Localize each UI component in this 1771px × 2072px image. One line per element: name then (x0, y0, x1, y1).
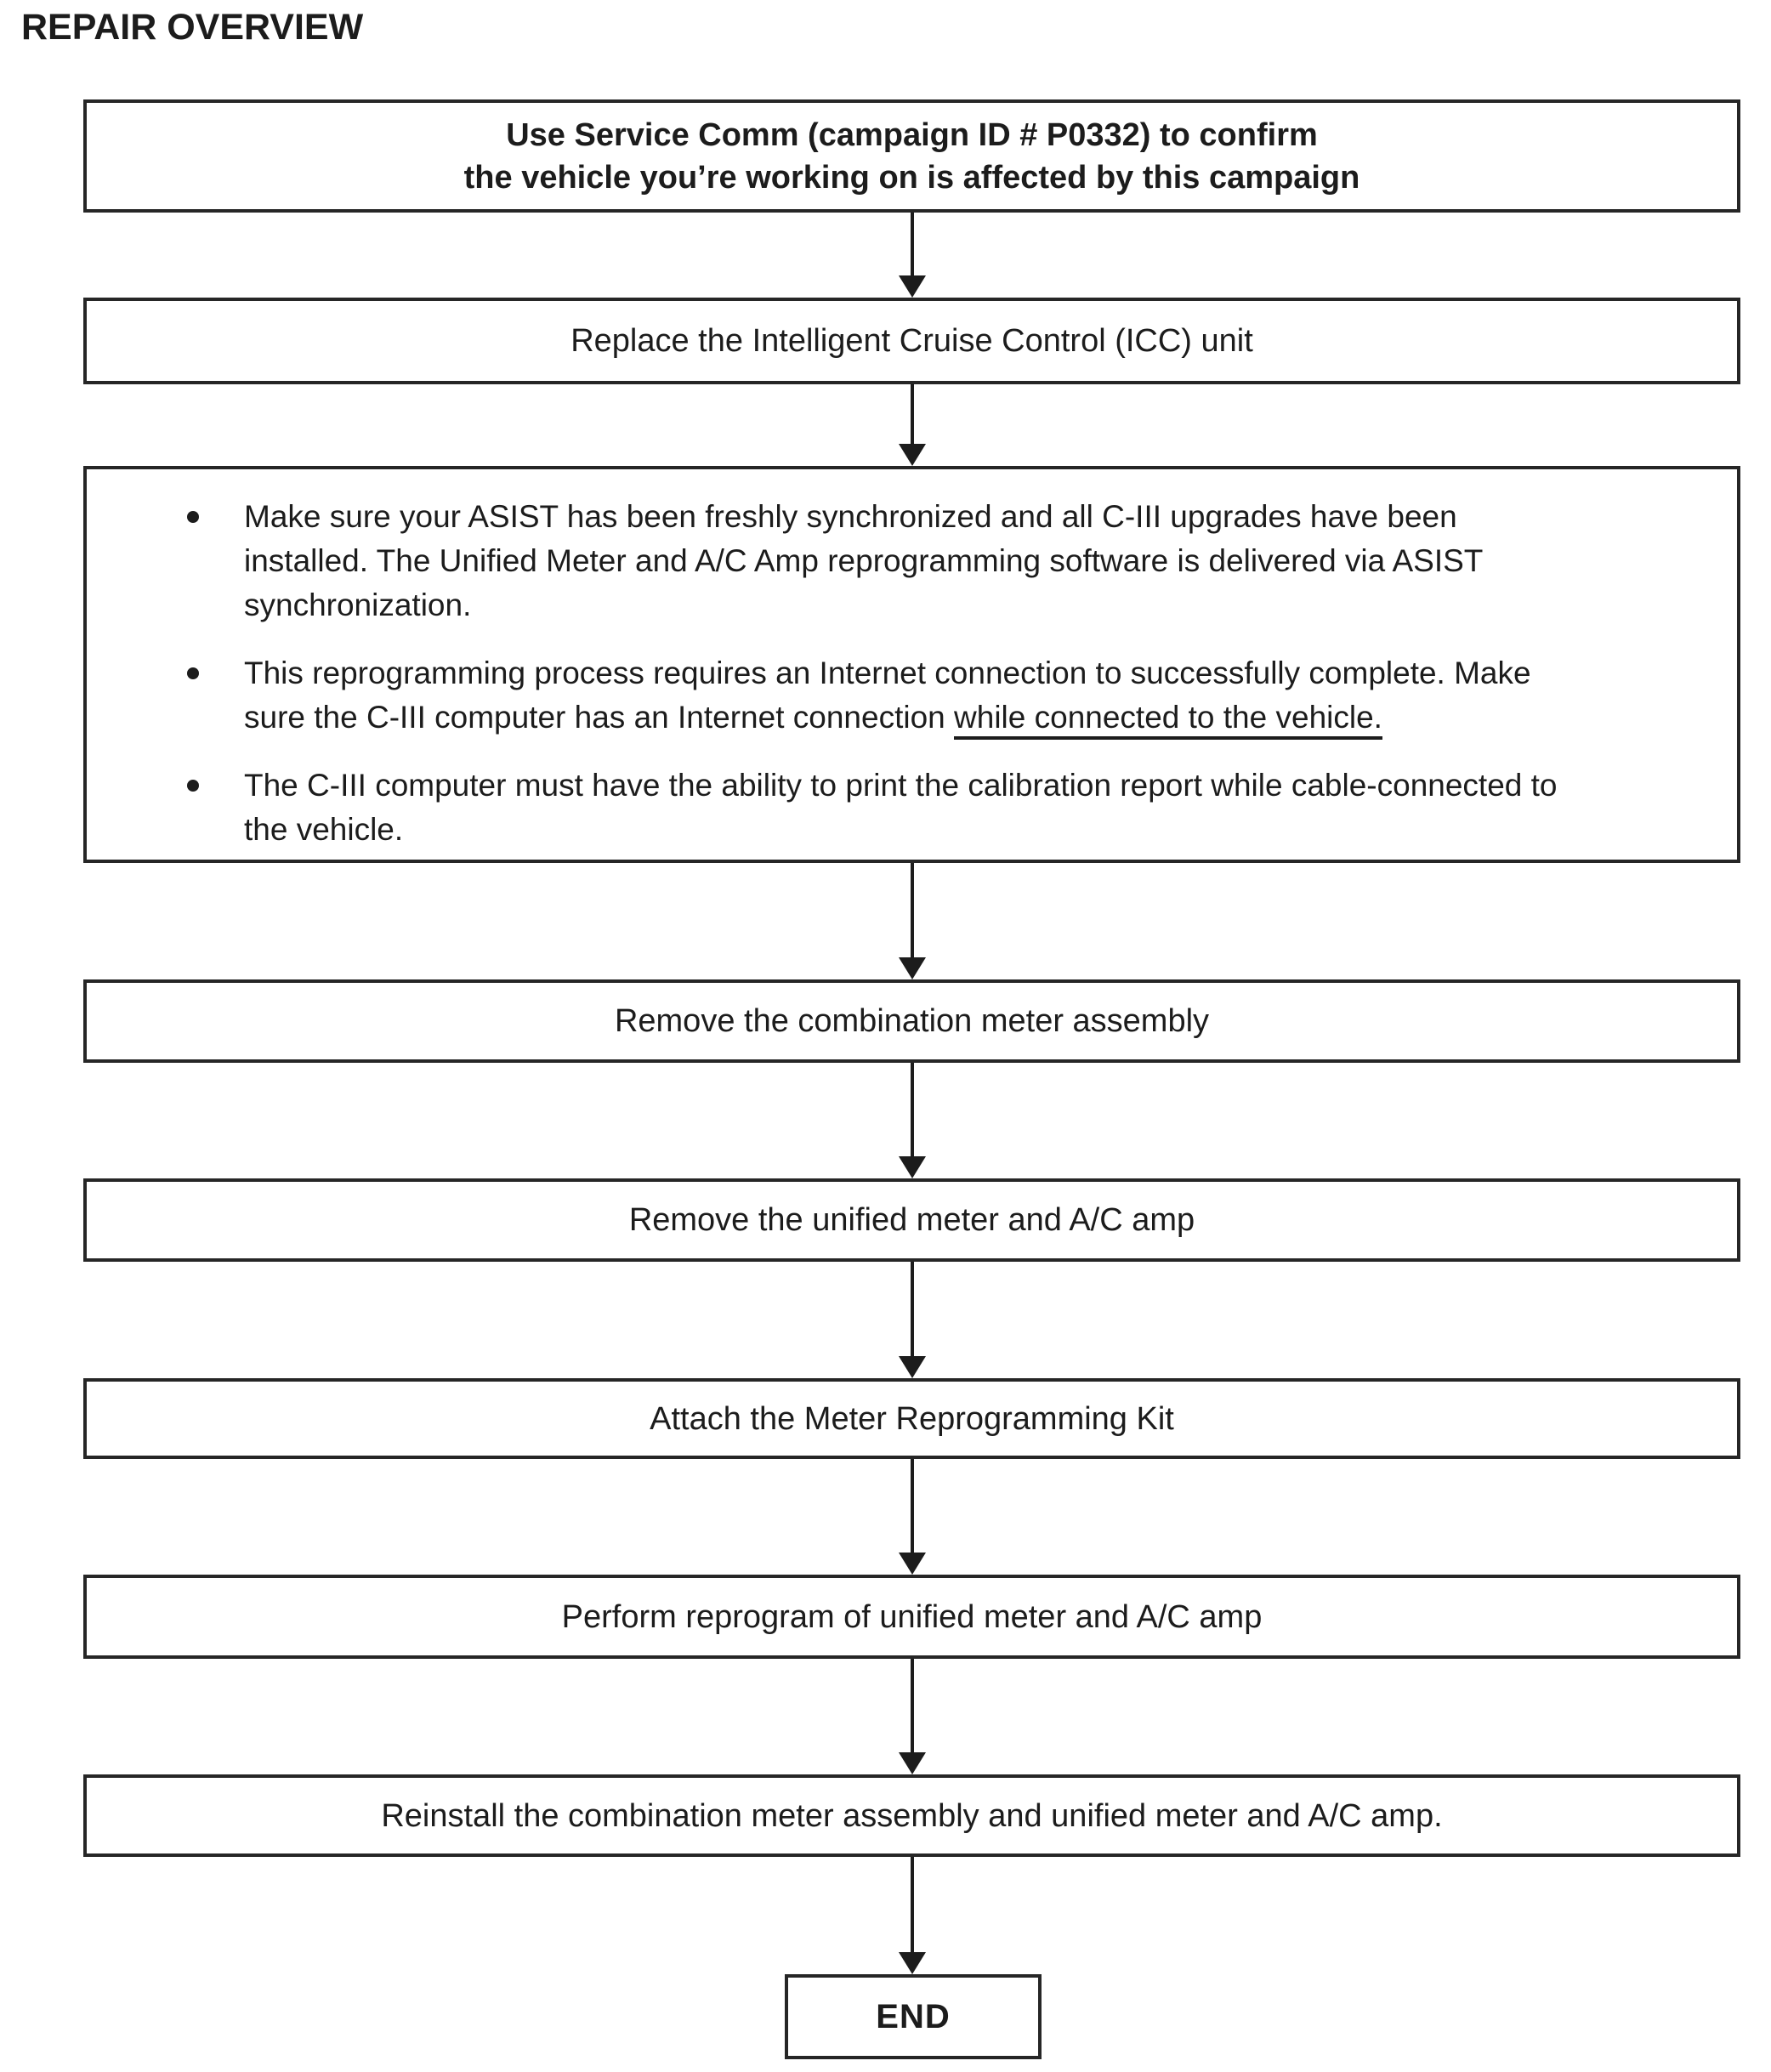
prerequisites-list: Make sure your ASIST has been freshly sy… (180, 495, 1626, 852)
arrow-shaft (911, 1857, 914, 1956)
arrow-head-icon (899, 1156, 926, 1178)
flow-arrow-down (899, 1659, 926, 1774)
bullet-dot-icon (187, 667, 199, 679)
flow-arrow-down (899, 1262, 926, 1378)
note-line: installed. The Unified Meter and A/C Amp… (244, 543, 1484, 578)
note-bullet-print-ability: The C-III computer must have the ability… (180, 764, 1626, 852)
flow-step-perform-reprogram: Perform reprogram of unified meter and A… (83, 1575, 1740, 1659)
flow-arrow-down (899, 213, 926, 298)
arrow-head-icon (899, 957, 926, 979)
arrow-shaft (911, 1459, 914, 1556)
arrow-head-icon (899, 1553, 926, 1575)
flow-arrow-down (899, 1459, 926, 1575)
flow-step-confirm-campaign: Use Service Comm (campaign ID # P0332) t… (83, 99, 1740, 213)
flow-step-attach-reprogramming-kit: Attach the Meter Reprogramming Kit (83, 1378, 1740, 1459)
flow-note-prerequisites: Make sure your ASIST has been freshly sy… (83, 466, 1740, 863)
flow-end-node: END (785, 1974, 1042, 2059)
page-title: REPAIR OVERVIEW (21, 7, 364, 48)
note-line: the vehicle. (244, 812, 404, 847)
note-underlined-phrase: while connected to the vehicle. (954, 700, 1382, 740)
note-line: This reprogramming process requires an I… (244, 656, 1531, 690)
arrow-shaft (911, 384, 914, 447)
flow-arrow-down (899, 1857, 926, 1974)
arrow-head-icon (899, 275, 926, 298)
bullet-dot-icon (187, 511, 199, 523)
flow-arrow-down (899, 1063, 926, 1178)
flow-step-reinstall-assembly: Reinstall the combination meter assembly… (83, 1774, 1740, 1857)
arrow-shaft (911, 1262, 914, 1360)
note-line: The C-III computer must have the ability… (244, 768, 1558, 803)
arrow-head-icon (899, 1752, 926, 1774)
flow-step-remove-unified-meter: Remove the unified meter and A/C amp (83, 1178, 1740, 1262)
flow-step-replace-icc: Replace the Intelligent Cruise Control (… (83, 298, 1740, 384)
flow-arrow-down (899, 384, 926, 466)
arrow-head-icon (899, 1952, 926, 1974)
note-bullet-asist-sync: Make sure your ASIST has been freshly sy… (180, 495, 1626, 627)
arrow-shaft (911, 213, 914, 279)
arrow-head-icon (899, 1356, 926, 1378)
note-line: synchronization. (244, 588, 472, 622)
flow-step-remove-combination-meter: Remove the combination meter assembly (83, 979, 1740, 1063)
step-text-line: the vehicle you’re working on is affecte… (463, 159, 1360, 196)
bullet-dot-icon (187, 780, 199, 792)
arrow-shaft (911, 1063, 914, 1160)
arrow-shaft (911, 863, 914, 961)
step-text-line: Use Service Comm (campaign ID # P0332) t… (506, 116, 1318, 153)
flow-arrow-down (899, 863, 926, 979)
arrow-head-icon (899, 444, 926, 466)
note-line: sure the C-III computer has an Internet … (244, 700, 955, 735)
arrow-shaft (911, 1659, 914, 1756)
note-bullet-internet-connection: This reprogramming process requires an I… (180, 651, 1626, 740)
note-line: Make sure your ASIST has been freshly sy… (244, 499, 1457, 534)
